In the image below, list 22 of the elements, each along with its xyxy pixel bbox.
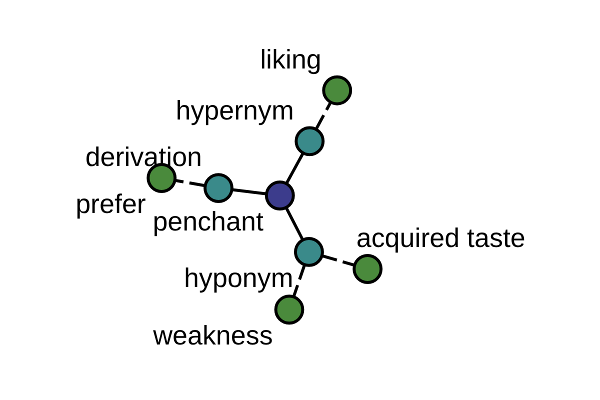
connector [232, 188, 266, 196]
node-circle [294, 126, 324, 156]
node-circle [352, 254, 382, 284]
node-label: liking [260, 44, 321, 75]
connector [284, 153, 304, 184]
connector [174, 178, 204, 187]
connector [322, 254, 354, 266]
node-label: penchant [152, 206, 263, 237]
node-label: weakness [152, 320, 272, 351]
node-circle [322, 75, 352, 106]
node-circle [294, 236, 324, 267]
node-circle [274, 294, 304, 325]
node-label: hypernym [175, 95, 294, 126]
node-label: hyponym [184, 262, 293, 293]
node-label: prefer [75, 189, 146, 219]
connector [314, 102, 332, 130]
connector [292, 264, 306, 297]
node-circle [264, 180, 294, 210]
node-label: derivation [84, 142, 202, 172]
node-label: acquired taste [356, 223, 525, 254]
node-circle [203, 173, 233, 203]
connector [284, 206, 304, 240]
